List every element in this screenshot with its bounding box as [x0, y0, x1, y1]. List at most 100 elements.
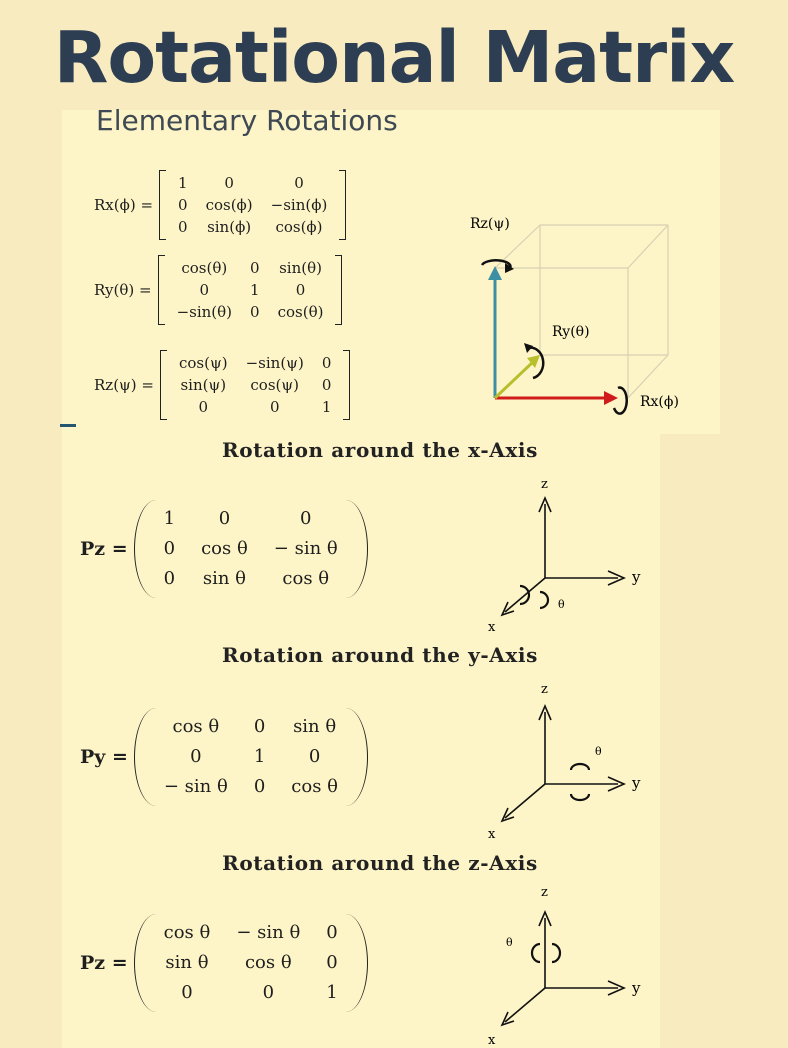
heading-z-axis: Rotation around the z-Axis: [222, 851, 538, 875]
matrix-cell: cos(ϕ): [275, 218, 323, 236]
y-axis-line: [493, 358, 537, 400]
matrix-cell: 0: [321, 354, 332, 372]
rx-label: Rx(ϕ) =: [94, 196, 154, 214]
matrix-cell: 0: [294, 174, 304, 192]
matrix-cell: 1: [326, 982, 338, 1003]
matrix-cell: sin θ: [293, 716, 337, 737]
matrix-cell: 0: [190, 746, 202, 767]
matrix-cell: 0: [250, 259, 260, 277]
matrix-cell: 0: [321, 376, 332, 394]
matrix-cell: cos(ψ): [250, 376, 300, 394]
z-diagram-x-label: x: [488, 1033, 496, 1048]
matrix-cell: sin θ: [202, 568, 247, 589]
matrix-cell: 0: [181, 982, 193, 1003]
matrix-cell: 0: [269, 398, 280, 416]
matrix-cell: 1: [178, 174, 188, 192]
z-axis-arrowhead: [488, 266, 502, 280]
matrix-cell: sin(ψ): [180, 376, 227, 394]
matrix-cell: −sin(ϕ): [270, 196, 328, 214]
matrix-cell: 1: [253, 746, 266, 767]
rz-label: Rz(ψ) =: [94, 376, 154, 394]
z-diagram-y-label: y: [631, 979, 641, 997]
matrix-cell: sin(θ): [279, 259, 322, 277]
subtitle: Elementary Rotations: [96, 104, 398, 137]
matrix-cell: cos(ψ): [179, 354, 228, 372]
matrix-cell: 1: [163, 508, 176, 529]
py-matrix: cos θ 0 sin θ 0 1 0 − sin θ 0 cos θ: [133, 708, 368, 806]
rz-rotation-arrow-icon: [480, 259, 512, 269]
ry-rotation-arrow-icon: [527, 346, 545, 380]
matrix-cell: 0: [253, 776, 266, 797]
px-label: Pz =: [80, 538, 128, 560]
matrix-cell: cos θ: [282, 568, 330, 589]
rz-equation: Rz(ψ) = cos(ψ) −sin(ψ) 0 sin(ψ) cos(ψ) 0 0 0 1: [94, 350, 351, 420]
ry-arrowhead-icon: [524, 343, 533, 353]
matrix-cell: cos θ: [163, 922, 211, 943]
elementary-panel: [62, 110, 720, 434]
x-rotation-diagram: [500, 495, 626, 617]
matrix-cell: cos θ: [172, 716, 220, 737]
matrix-cell: 1: [321, 398, 332, 416]
rx-cube-label: Rx(ϕ): [640, 394, 679, 410]
matrix-cell: 0: [163, 568, 176, 589]
matrix-cell: − sin θ: [163, 776, 228, 797]
matrix-cell: cos θ: [201, 538, 248, 559]
py-equation: Py = cos θ 0 sin θ 0 1 0 − sin θ 0 cos θ: [80, 708, 368, 806]
matrix-cell: cos θ: [244, 952, 292, 973]
matrix-cell: 0: [262, 982, 275, 1003]
rx-rotation-arrow-icon: [612, 386, 628, 415]
matrix-cell: cos(θ): [181, 259, 228, 277]
matrix-cell: cos(θ): [277, 303, 324, 321]
y-diagram-theta-label: θ: [595, 745, 602, 758]
y-diagram-z-label: z: [541, 682, 548, 697]
rz-cube-label: Rz(ψ): [470, 216, 510, 232]
pz-matrix: cos θ − sin θ 0 sin θ cos θ 0 0 0 1: [133, 914, 368, 1012]
rz-matrix: cos(ψ) −sin(ψ) 0 sin(ψ) cos(ψ) 0 0 0 1: [160, 350, 351, 420]
matrix-cell: 0: [326, 952, 338, 973]
matrix-cell: sin θ: [165, 952, 209, 973]
py-label: Py =: [80, 746, 128, 768]
x-diagram-y-label: y: [631, 568, 641, 586]
z-diagram-theta-label: θ: [506, 936, 513, 949]
matrix-cell: − sin θ: [236, 922, 301, 943]
px-equation: Pz = 1 0 0 0 cos θ − sin θ 0 sin θ cos θ: [80, 500, 368, 598]
cube-wireframe: [494, 224, 669, 399]
matrix-cell: 0: [163, 538, 176, 559]
matrix-cell: 1: [250, 281, 260, 299]
matrix-cell: 0: [253, 716, 266, 737]
px-matrix: 1 0 0 0 cos θ − sin θ 0 sin θ cos θ: [133, 500, 368, 598]
matrix-cell: cos(ϕ): [205, 196, 253, 214]
matrix-cell: cos θ: [291, 776, 338, 797]
dash-mark: [60, 424, 76, 427]
y-rotation-diagram: [500, 703, 626, 823]
matrix-cell: 0: [178, 218, 188, 236]
x-diagram-z-label: z: [541, 477, 548, 492]
rz-arrowhead-icon: [505, 263, 514, 273]
matrix-cell: 0: [198, 398, 209, 416]
matrix-cell: 0: [308, 746, 321, 767]
matrix-cell: 0: [199, 281, 210, 299]
x-axis-arrowhead: [604, 391, 618, 405]
matrix-cell: 0: [218, 508, 231, 529]
x-diagram-x-label: x: [488, 620, 496, 635]
matrix-cell: −sin(ψ): [245, 354, 304, 372]
page-title: Rotational Matrix: [53, 16, 736, 99]
matrix-cell: − sin θ: [273, 538, 338, 559]
matrix-cell: 0: [300, 508, 312, 529]
matrix-cell: sin(ϕ): [207, 218, 252, 236]
matrix-cell: 0: [326, 922, 338, 943]
z-diagram-z-label: z: [541, 885, 548, 900]
matrix-cell: 0: [224, 174, 234, 192]
x-diagram-theta-label: θ: [558, 598, 565, 611]
y-diagram-x-label: x: [488, 827, 496, 842]
ry-cube-label: Ry(θ): [552, 324, 590, 340]
matrix-cell: 0: [295, 281, 306, 299]
heading-x-axis: Rotation around the x-Axis: [222, 438, 538, 462]
